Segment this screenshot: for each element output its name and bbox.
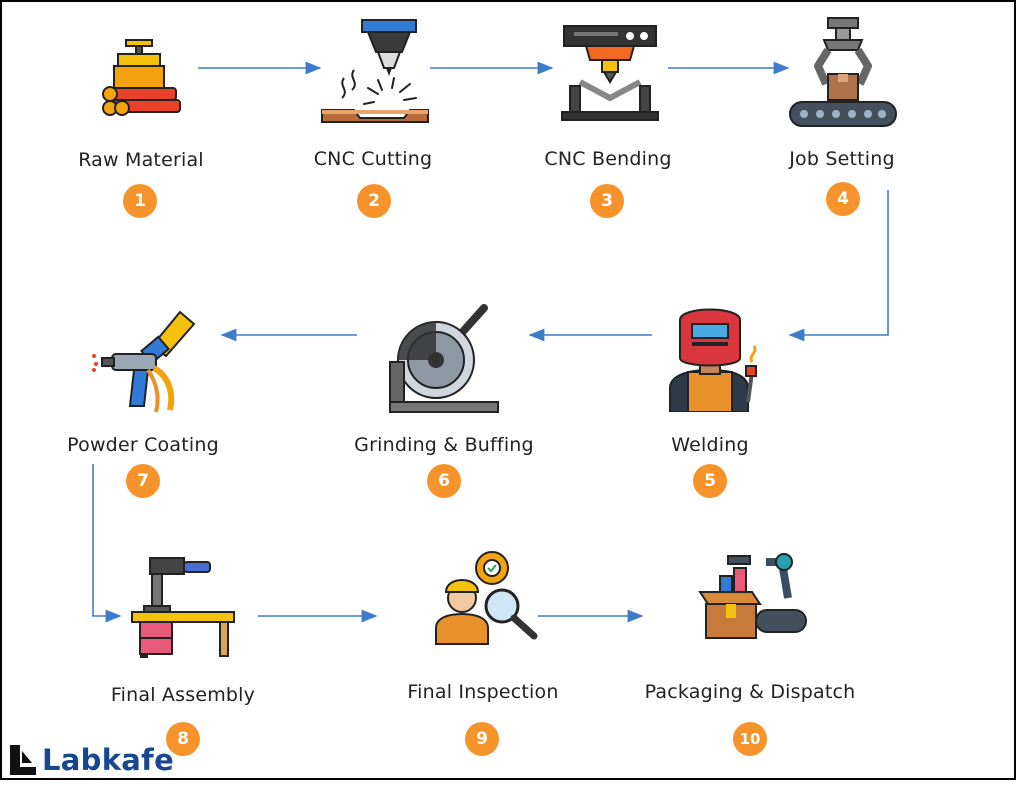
final-inspection-icon	[435, 551, 538, 645]
step-4-label: Job Setting	[789, 148, 895, 170]
step-6-badge: 6	[427, 464, 461, 498]
step-1-label: Raw Material	[78, 149, 204, 171]
arrow-4-to-5	[788, 190, 889, 342]
step-6-label: Grinding & Buffing	[354, 434, 534, 456]
brand-name: Labkafe	[42, 743, 175, 777]
powder-coating-icon	[92, 310, 196, 413]
step-8-badge: 8	[166, 722, 200, 756]
step-7-label: Powder Coating	[67, 434, 219, 456]
step-5-badge: 5	[693, 464, 727, 498]
step-8-label: Final Assembly	[110, 684, 256, 706]
step-7-badge: 7	[126, 464, 160, 498]
step-9-badge: 9	[465, 722, 499, 756]
raw-material-icon	[102, 39, 181, 116]
step-9-label: Final Inspection	[407, 681, 559, 703]
welding-icon	[669, 308, 757, 412]
job-setting-icon	[789, 17, 897, 127]
cnc-bending-icon	[561, 25, 659, 121]
labkafe-logo: Labkafe	[8, 740, 174, 780]
step-10-badge: 10	[733, 722, 767, 756]
step-3-badge: 3	[590, 184, 624, 218]
step-5-label: Welding	[671, 434, 749, 456]
step-3-label: CNC Bending	[544, 148, 672, 170]
final-assembly-icon	[131, 557, 235, 658]
step-10-label: Packaging & Dispatch	[644, 681, 856, 703]
packaging-icon	[698, 553, 807, 639]
step-4-badge: 4	[826, 182, 860, 216]
grinding-icon	[389, 304, 499, 413]
step-2-label: CNC Cutting	[313, 148, 433, 170]
labkafe-logo-icon	[10, 745, 36, 775]
cnc-cutting-icon	[321, 19, 429, 123]
arrow-7-to-8	[92, 464, 122, 623]
step-1-badge: 1	[123, 184, 157, 218]
step-2-badge: 2	[357, 184, 391, 218]
